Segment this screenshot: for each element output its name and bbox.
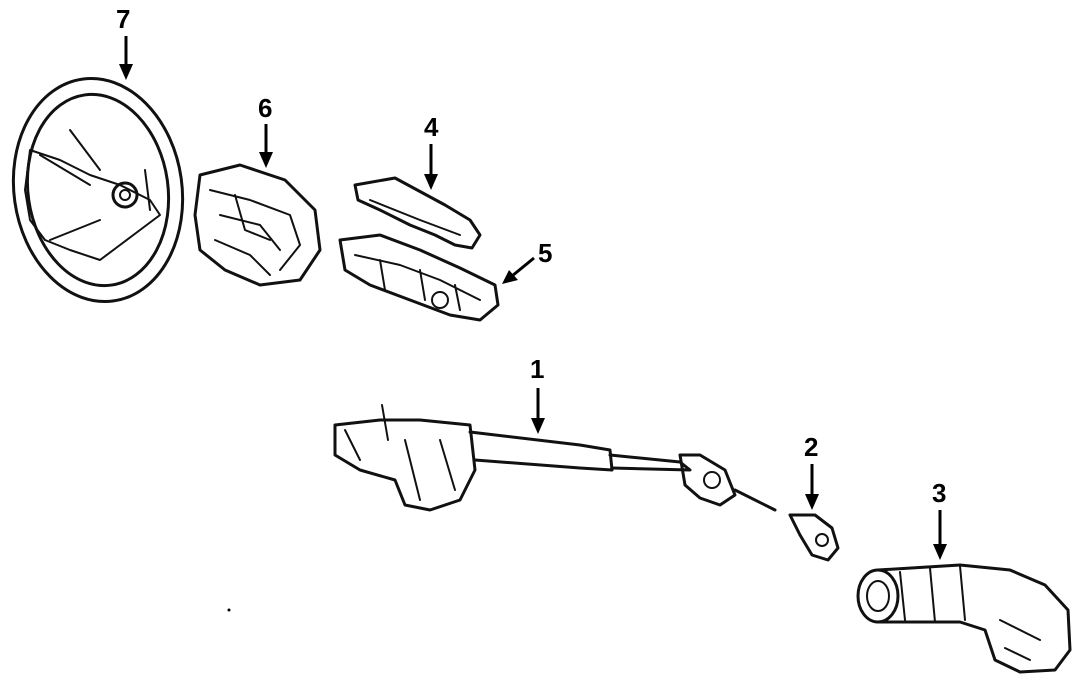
lower-column-cover-part	[338, 233, 500, 322]
callout-6: 6	[258, 93, 273, 168]
steering-column-assembly-part	[333, 404, 777, 512]
callout-number: 7	[116, 4, 130, 34]
callout-number: 6	[258, 93, 272, 123]
callout-3: 3	[932, 478, 947, 560]
callout-2: 2	[804, 432, 819, 510]
stray-dot	[227, 608, 231, 612]
upper-column-cover-part	[353, 176, 482, 250]
callout-4: 4	[424, 112, 439, 190]
callout-number: 1	[530, 354, 544, 384]
callout-number: 2	[804, 432, 818, 462]
shaft-clamp-part	[788, 513, 840, 562]
callout-5: 5	[502, 238, 552, 284]
intermediate-shaft-housing-part	[856, 563, 1072, 674]
callout-7: 7	[116, 4, 133, 80]
callout-1: 1	[530, 354, 545, 434]
callout-number: 5	[538, 238, 552, 268]
steering-wheel-part	[11, 76, 185, 304]
callout-number: 4	[424, 112, 439, 142]
airbag-module-part	[193, 163, 322, 287]
callout-number: 3	[932, 478, 946, 508]
